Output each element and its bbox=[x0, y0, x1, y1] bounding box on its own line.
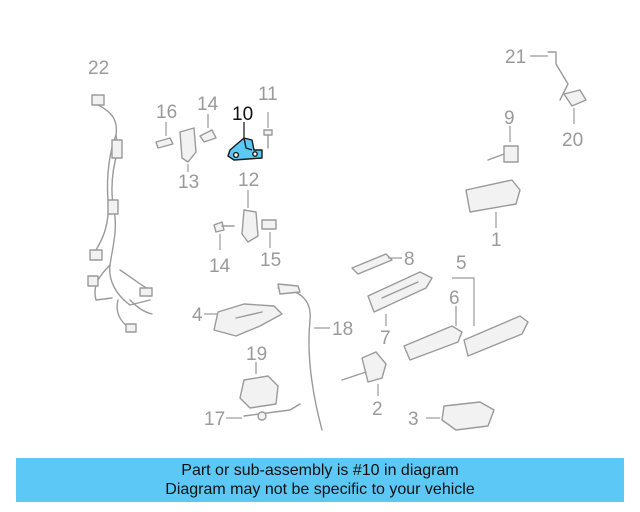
callout-8: 8 bbox=[404, 249, 415, 270]
callout-2: 2 bbox=[372, 399, 383, 420]
part-7-handle bbox=[367, 271, 433, 326]
callout-1: 1 bbox=[491, 230, 502, 251]
callout-16: 16 bbox=[156, 102, 177, 123]
info-banner: Part or sub-assembly is #10 in diagram D… bbox=[16, 458, 624, 502]
callout-14: 14 bbox=[197, 94, 219, 115]
part-8-handle-bezel bbox=[351, 253, 402, 275]
part-11-bolt bbox=[263, 112, 273, 149]
callout-13: 13 bbox=[178, 172, 199, 193]
part-18-cable bbox=[277, 283, 330, 431]
part-15-clip bbox=[261, 219, 277, 248]
callout-22: 22 bbox=[88, 58, 109, 79]
callout-6: 6 bbox=[449, 288, 460, 309]
part-21-bracket bbox=[530, 51, 569, 101]
callout-7: 7 bbox=[380, 328, 391, 349]
part-2-lock bbox=[341, 351, 387, 396]
callout-15: 15 bbox=[260, 250, 281, 271]
callout-10: 10 bbox=[232, 104, 253, 125]
part-6-lamp-lens bbox=[403, 306, 463, 361]
callout-18: 18 bbox=[332, 319, 353, 340]
part-19-actuator bbox=[239, 362, 279, 409]
part-14-bushing-upper bbox=[199, 114, 217, 143]
callout-12: 12 bbox=[238, 170, 259, 191]
banner-line-2: Diagram may not be specific to your vehi… bbox=[165, 481, 475, 498]
callout-4: 4 bbox=[192, 305, 203, 326]
callout-9: 9 bbox=[504, 108, 515, 129]
callout-5: 5 bbox=[456, 253, 467, 274]
callout-20: 20 bbox=[562, 130, 583, 151]
part-16-pin bbox=[155, 122, 174, 149]
callout-17: 17 bbox=[204, 409, 225, 430]
part-13-bracket bbox=[179, 127, 197, 172]
banner-line-1: Part or sub-assembly is #10 in diagram bbox=[181, 462, 459, 479]
callout-14-lower: 14 bbox=[209, 256, 231, 277]
callout-3: 3 bbox=[408, 409, 419, 430]
part-22-wiring-harness bbox=[87, 94, 153, 333]
part-20-mount bbox=[563, 89, 587, 124]
callout-11: 11 bbox=[258, 84, 278, 105]
part-9-sensor bbox=[487, 126, 519, 163]
callout-19: 19 bbox=[246, 344, 267, 365]
part-17-rod bbox=[226, 403, 301, 421]
callout-21: 21 bbox=[505, 47, 526, 68]
part-10-bracket-highlighted bbox=[227, 122, 263, 161]
part-5-lamp-assembly bbox=[452, 277, 529, 357]
part-4-housing bbox=[204, 303, 283, 337]
part-12-bracket bbox=[241, 190, 259, 243]
part-3-latch bbox=[426, 401, 495, 431]
part-14-screw-lower bbox=[213, 221, 235, 250]
part-1-lamp bbox=[465, 179, 521, 228]
